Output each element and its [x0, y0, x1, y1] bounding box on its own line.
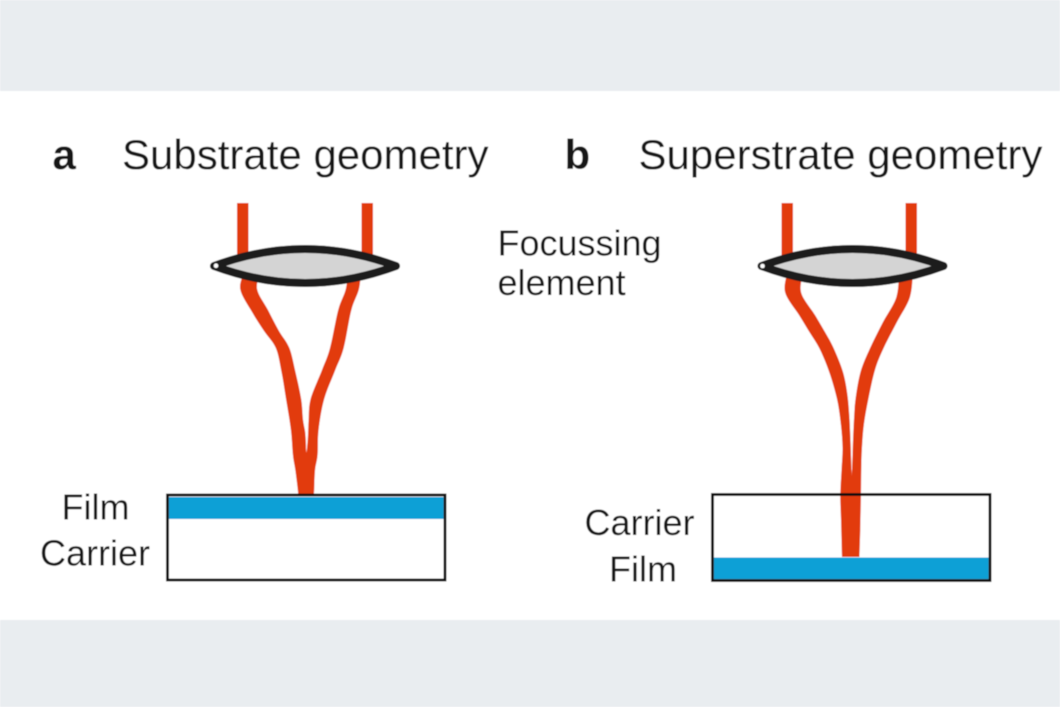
svg-text:a: a	[53, 131, 77, 178]
svg-text:Superstrate geometry: Superstrate geometry	[639, 131, 1043, 178]
svg-text:Substrate geometry: Substrate geometry	[122, 131, 489, 178]
svg-text:b: b	[565, 131, 591, 178]
svg-text:Film: Film	[609, 549, 677, 590]
svg-text:Carrier: Carrier	[585, 502, 695, 543]
svg-text:Carrier: Carrier	[40, 533, 150, 574]
svg-text:Focussing: Focussing	[498, 223, 662, 264]
svg-text:Film: Film	[62, 487, 130, 528]
svg-text:element: element	[498, 262, 626, 303]
